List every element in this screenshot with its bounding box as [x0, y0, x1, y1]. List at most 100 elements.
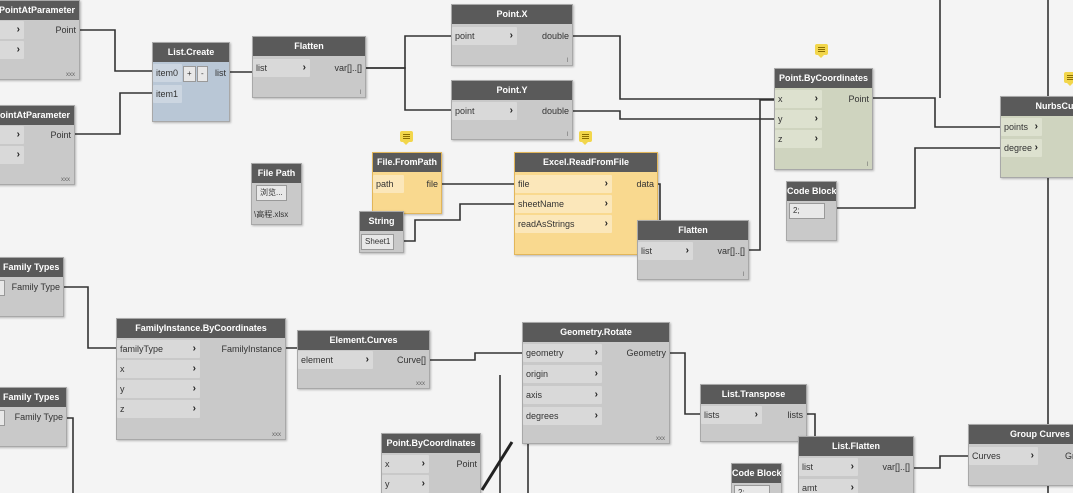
input-port-familytype[interactable]: familyType›	[117, 340, 200, 358]
note-icon[interactable]	[815, 44, 828, 58]
note-icon[interactable]	[579, 131, 592, 145]
output-port[interactable]: double	[541, 31, 569, 41]
node-excel-readfromfile[interactable]: Excel.ReadFromFile file› sheetName› read…	[514, 152, 658, 255]
input-port-sheetname[interactable]: sheetName›	[515, 195, 612, 213]
input-port-degree[interactable]: degree›	[1001, 139, 1042, 157]
node-pointatparameter-2[interactable]: PointAtParameter › › Point xxx	[0, 105, 75, 185]
input-port[interactable]: element›	[298, 351, 373, 369]
node-flatten-1[interactable]: Flatten list› var[]..[] l	[252, 36, 366, 98]
node-pointatparameter-1[interactable]: PointAtParameter › › Point xxx	[0, 0, 80, 80]
node-list-create[interactable]: List.Create item0 + - list item1	[152, 42, 230, 122]
node-title: List.Flatten	[799, 437, 913, 456]
node-title: File.FromPath	[373, 153, 441, 172]
input-port-list[interactable]: list›	[799, 458, 858, 476]
input-port-origin[interactable]: origin›	[523, 365, 602, 383]
input-port[interactable]: list›	[253, 59, 310, 77]
node-code-block-1[interactable]: Code Block 2;	[786, 181, 837, 241]
input-port-x[interactable]: x›	[382, 455, 429, 473]
input-port-degrees[interactable]: degrees›	[523, 407, 602, 425]
code-input[interactable]: 2;	[789, 203, 825, 219]
node-title: Point.X	[452, 5, 572, 24]
input-port-curves[interactable]: Curves›	[969, 447, 1038, 465]
input-port-file[interactable]: file›	[515, 175, 612, 193]
input-port[interactable]: lists›	[701, 406, 762, 424]
family-type-dropdown[interactable]: ▾	[0, 280, 5, 296]
node-file-frompath[interactable]: File.FromPath path file	[372, 152, 442, 214]
output-port[interactable]: var[]..[]	[717, 246, 745, 256]
input-port[interactable]: list›	[638, 242, 693, 260]
output-port[interactable]: double	[541, 106, 569, 116]
input-port-y[interactable]: y›	[117, 380, 200, 398]
node-geometry-rotate[interactable]: Geometry.Rotate geometry› origin› axis› …	[522, 322, 670, 444]
output-port[interactable]: Point	[848, 94, 869, 104]
input-port-z[interactable]: z›	[117, 400, 200, 418]
input-port-readasstrings[interactable]: readAsStrings›	[515, 215, 612, 233]
browse-button[interactable]: 浏览...	[256, 185, 287, 201]
node-point-bycoordinates-2[interactable]: Point.ByCoordinates x› y› Point	[381, 433, 481, 493]
node-title: Excel.ReadFromFile	[515, 153, 657, 172]
output-port[interactable]: var[]..[]	[882, 462, 910, 472]
wire	[571, 35, 774, 100]
node-family-types-1[interactable]: Family Types ▾ Family Type	[0, 257, 64, 317]
node-lacing: xxx	[416, 381, 425, 387]
input-port[interactable]: ›	[0, 21, 24, 39]
note-icon[interactable]	[1064, 72, 1073, 86]
input-port-amt[interactable]: amt›	[799, 479, 858, 493]
output-port[interactable]: Point	[456, 459, 477, 469]
input-port-x[interactable]: x›	[775, 90, 822, 108]
input-port[interactable]: ›	[0, 41, 24, 59]
input-port-y[interactable]: y›	[775, 110, 822, 128]
output-port[interactable]: Family Type	[14, 412, 63, 422]
wire	[871, 97, 1002, 128]
input-port[interactable]: ›	[0, 126, 24, 144]
output-port[interactable]: Point	[50, 130, 71, 140]
node-point-bycoordinates-1[interactable]: Point.ByCoordinates x› y› z› Point l	[774, 68, 873, 170]
input-port-item1[interactable]: item1	[153, 85, 182, 103]
output-port[interactable]: data	[636, 179, 654, 189]
node-list-flatten[interactable]: List.Flatten list› amt› var[]..[]	[798, 436, 914, 493]
node-familyinstance-bycoordinates[interactable]: FamilyInstance.ByCoordinates familyType›…	[116, 318, 286, 440]
node-point-y[interactable]: Point.Y point› double l	[451, 80, 573, 140]
family-type-dropdown[interactable]: ▾	[0, 410, 5, 426]
code-input[interactable]: 2;	[734, 485, 770, 493]
input-port-geometry[interactable]: geometry›	[523, 344, 602, 362]
input-port[interactable]: point›	[452, 27, 517, 45]
output-port[interactable]: Family Type	[11, 282, 60, 292]
remove-input-button[interactable]: -	[197, 66, 208, 82]
node-point-x[interactable]: Point.X point› double l	[451, 4, 573, 66]
output-port[interactable]: Point	[55, 25, 76, 35]
node-file-path[interactable]: File Path 浏览... \高程.xlsx	[251, 163, 302, 225]
input-port[interactable]: point›	[452, 102, 517, 120]
input-port-axis[interactable]: axis›	[523, 386, 602, 404]
wire	[668, 352, 700, 415]
node-list-transpose[interactable]: List.Transpose lists› lists	[700, 384, 807, 442]
input-port-points[interactable]: points›	[1001, 118, 1042, 136]
input-port-item0[interactable]: item0	[153, 64, 182, 82]
node-element-curves[interactable]: Element.Curves element› Curve[] xxx	[297, 330, 430, 389]
node-nurbscurve[interactable]: NurbsCurve points› degree›	[1000, 96, 1073, 178]
node-flatten-2[interactable]: Flatten list› var[]..[] l	[637, 220, 749, 280]
output-port[interactable]: Geometry	[626, 348, 666, 358]
node-title: Flatten	[253, 37, 365, 56]
output-port[interactable]: list	[215, 68, 226, 78]
node-family-types-2[interactable]: Family Types ▾ Family Type	[0, 387, 67, 447]
node-string[interactable]: String Sheet1	[359, 211, 404, 253]
node-code-block-2[interactable]: Code Block 2;	[731, 463, 782, 493]
add-input-button[interactable]: +	[183, 66, 196, 82]
input-port-x[interactable]: x›	[117, 360, 200, 378]
node-title: List.Transpose	[701, 385, 806, 404]
node-group-curves[interactable]: Group Curves Curves› Gr	[968, 424, 1073, 486]
input-port[interactable]: ›	[0, 146, 24, 164]
output-port[interactable]: lists	[787, 410, 804, 420]
note-icon[interactable]	[400, 131, 413, 145]
output-port[interactable]: var[]..[]	[334, 63, 362, 73]
output-port[interactable]: Curve[]	[396, 355, 426, 365]
input-port-z[interactable]: z›	[775, 130, 822, 148]
input-port-y[interactable]: y›	[382, 475, 429, 493]
string-input[interactable]: Sheet1	[361, 234, 395, 250]
output-port[interactable]: file	[426, 179, 438, 189]
output-port[interactable]: FamilyInstance	[221, 344, 282, 354]
output-port[interactable]: Gr	[1065, 451, 1073, 461]
input-port[interactable]: path	[373, 175, 404, 193]
